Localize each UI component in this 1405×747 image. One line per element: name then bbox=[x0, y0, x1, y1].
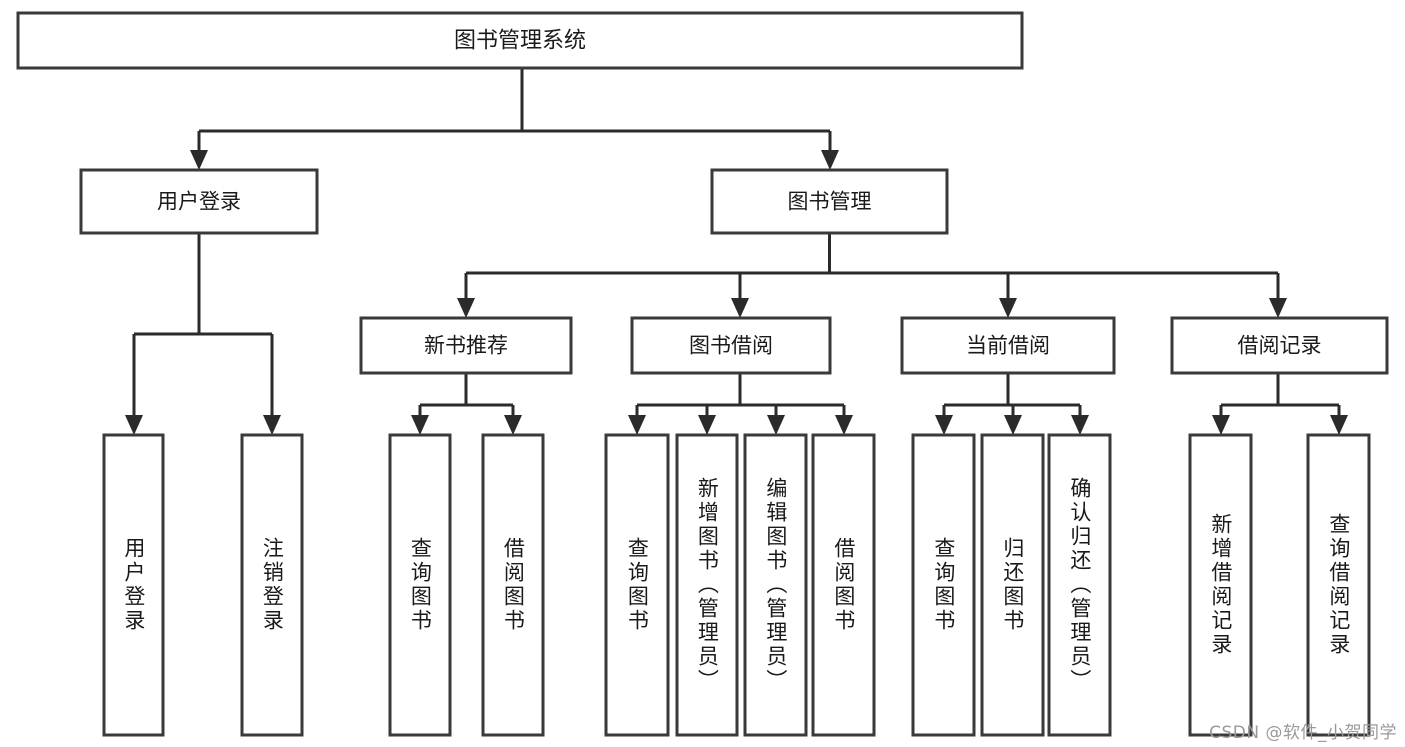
node-book-borrow-box bbox=[630, 316, 832, 375]
arrow-to-leaf bbox=[628, 415, 646, 435]
arrow-to-leaf bbox=[411, 415, 429, 435]
node-leaf-query-book-3-box bbox=[911, 433, 976, 737]
connector-layer bbox=[125, 68, 1348, 435]
arrow-to-leaf bbox=[1071, 415, 1089, 435]
arrow-to-leaf bbox=[1330, 415, 1348, 435]
arrow-to-leaf bbox=[698, 415, 716, 435]
node-new-book-recommend-label: 新书推荐 bbox=[424, 334, 508, 358]
node-leaf-query-book-2-box bbox=[604, 433, 670, 737]
node-user-login-box bbox=[79, 168, 319, 235]
node-borrow-record-label: 借阅记录 bbox=[1238, 334, 1322, 358]
node-book-borrow-label: 图书借阅 bbox=[689, 334, 773, 358]
watermark: CSDN @软件_小贺同学 bbox=[1209, 723, 1397, 743]
node-book-manage-label: 图书管理 bbox=[788, 190, 872, 214]
box-layer bbox=[16, 11, 1389, 737]
node-current-borrow-box bbox=[900, 316, 1116, 375]
node-leaf-edit-book-box bbox=[743, 433, 808, 737]
node-leaf-query-book-1-box bbox=[388, 433, 452, 737]
node-new-book-recommend-box bbox=[359, 316, 573, 375]
arrow-to-leaf bbox=[504, 415, 522, 435]
node-current-borrow-label: 当前借阅 bbox=[966, 334, 1050, 358]
arrow-to-leaf bbox=[767, 415, 785, 435]
arrow-to-leaf bbox=[1212, 415, 1230, 435]
arrow-to-book-manage bbox=[821, 150, 839, 170]
arrow-to-current-borrow bbox=[999, 298, 1017, 318]
node-borrow-record-box bbox=[1170, 316, 1389, 375]
arrow-to-leaf bbox=[835, 415, 853, 435]
node-leaf-user-logout-box bbox=[240, 433, 304, 737]
node-leaf-borrow-book-1-box bbox=[481, 433, 545, 737]
node-leaf-add-record-box bbox=[1188, 433, 1253, 737]
node-root-label: 图书管理系统 bbox=[454, 29, 586, 54]
arrow-to-new-book-recommend bbox=[457, 298, 475, 318]
node-root-box bbox=[16, 11, 1024, 70]
node-leaf-borrow-book-2-box bbox=[811, 433, 876, 737]
node-leaf-add-book-box bbox=[675, 433, 739, 737]
arrow-to-leaf bbox=[263, 415, 281, 435]
arrow-to-book-borrow bbox=[731, 298, 749, 318]
node-book-manage-box bbox=[710, 168, 949, 235]
arrow-to-user-login bbox=[190, 150, 208, 170]
arrow-to-leaf bbox=[125, 415, 143, 435]
node-leaf-confirm-return-box bbox=[1047, 433, 1112, 737]
node-user-login-label: 用户登录 bbox=[157, 190, 241, 214]
node-leaf-return-book-box bbox=[980, 433, 1045, 737]
arrow-to-leaf bbox=[1004, 415, 1022, 435]
arrow-to-borrow-record bbox=[1269, 298, 1287, 318]
arrow-to-leaf bbox=[935, 415, 953, 435]
node-leaf-query-record-box bbox=[1306, 433, 1371, 737]
node-leaf-user-login-box bbox=[102, 433, 165, 737]
